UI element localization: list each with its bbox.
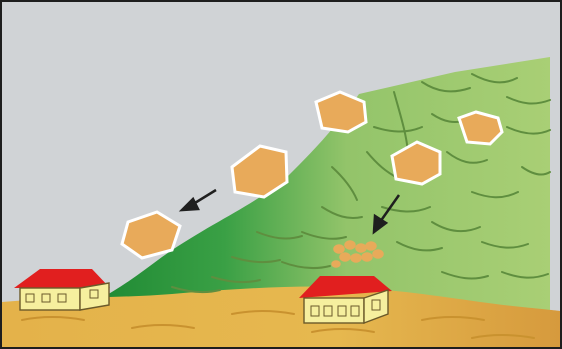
house-side-wall [80, 283, 109, 310]
house-wall [304, 298, 364, 323]
boulder-icon [459, 112, 502, 144]
